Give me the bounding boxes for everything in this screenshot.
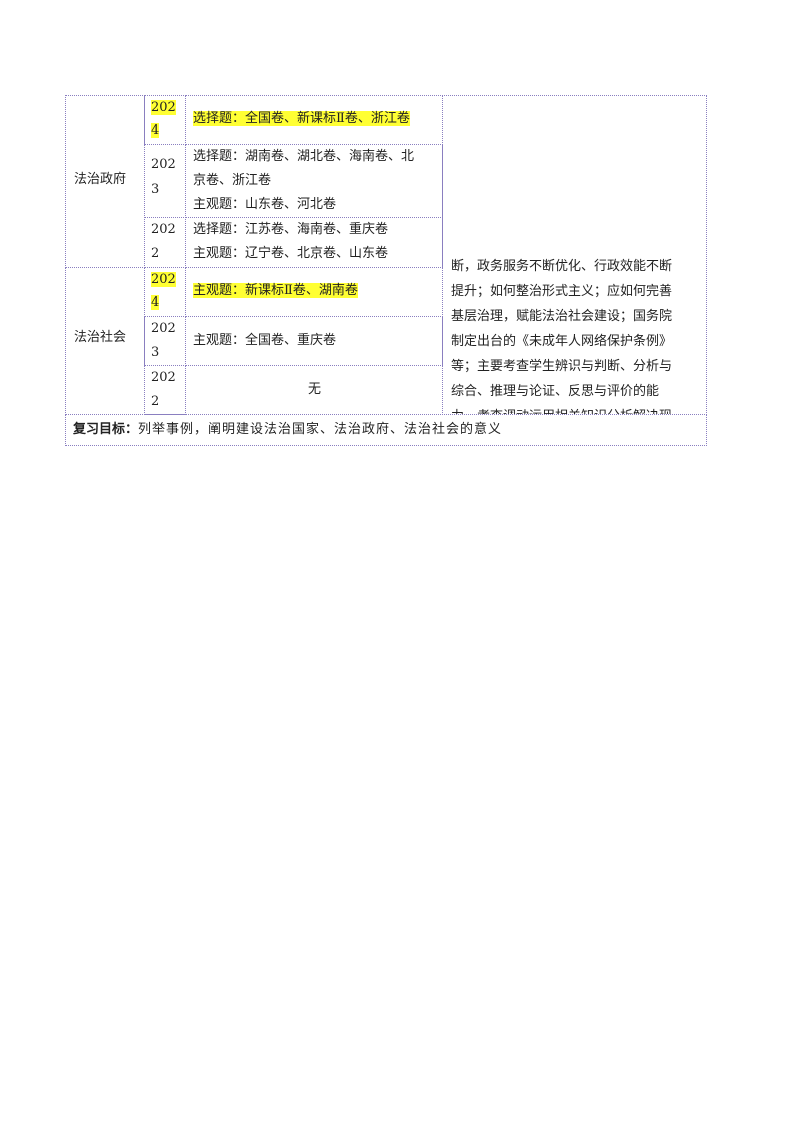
year-part-a: 202 [151,321,176,336]
year-part-b: 3 [151,182,160,197]
analysis-line: 综合、推理与论证、反思与评价的能 [451,384,660,399]
detail-cell: 无 [185,365,443,415]
detail-line: 京卷、浙江卷 [193,173,272,188]
analysis-line: 提升；如何整治形式主义；应如何完善 [451,284,673,299]
detail-cell: 主观题：新课标Ⅱ卷、湖南卷 [185,267,443,317]
year-cell: 202 3 [144,144,186,218]
exam-analysis-table: 法治政府 法治社会 202 4 202 3 202 2 202 4 202 3 … [65,95,707,446]
detail-line: 无 [308,382,322,397]
detail-line: 选择题：湖南卷、湖北卷、海南卷、北 [193,149,415,164]
year-part-b: 2 [151,246,160,261]
detail-line: 主观题：山东卷、河北卷 [193,197,337,212]
detail-line: 主观题：新课标Ⅱ卷、湖南卷 [193,283,358,298]
year-part-b: 2 [151,394,160,409]
section-cell-government: 法治政府 [65,95,145,268]
detail-line: 主观题：辽宁卷、北京卷、山东卷 [193,246,389,261]
year-part-a: 202 [151,157,176,172]
section-cell-society: 法治社会 [65,267,145,415]
year-part-a: 202 [151,370,176,385]
year-part-a: 202 [151,272,176,287]
detail-cell: 选择题：江苏卷、海南卷、重庆卷 主观题：辽宁卷、北京卷、山东卷 [185,217,443,268]
analysis-line: 等；主要考查学生辨识与判断、分析与 [451,359,673,374]
detail-line: 选择题：江苏卷、海南卷、重庆卷 [193,222,389,237]
detail-cell: 选择题：全国卷、新课标Ⅱ卷、浙江卷 [185,95,443,145]
section-label-government: 法治政府 [74,172,127,187]
analysis-cell: 断，政务服务不断优化、行政效能不断 提升；如何整治形式主义；应如何完善 基层治理… [442,95,707,415]
review-objective-text: 列举事例，阐明建设法治国家、法治政府、法治社会的意义 [138,422,503,437]
year-part-a: 202 [151,100,176,115]
analysis-line: 力，考查调动运用相关知识分析解决现 [451,404,672,414]
year-part-b: 4 [151,123,160,138]
year-cell: 202 3 [144,316,186,366]
detail-line: 选择题：全国卷、新课标Ⅱ卷、浙江卷 [193,111,410,126]
analysis-line: 制定出台的《未成年人网络保护条例》 [451,334,673,349]
year-part-b: 3 [151,345,160,360]
detail-line: 主观题：全国卷、重庆卷 [193,333,337,348]
year-cell: 202 2 [144,217,186,268]
detail-cell: 主观题：全国卷、重庆卷 [185,316,443,366]
review-objective-row: 复习目标：列举事例，阐明建设法治国家、法治政府、法治社会的意义 [65,414,707,446]
year-part-b: 4 [151,295,160,310]
analysis-line: 基层治理，赋能法治社会建设；国务院 [451,309,673,324]
analysis-line: 断，政务服务不断优化、行政效能不断 [451,259,673,274]
year-part-a: 202 [151,222,176,237]
year-cell: 202 4 [144,95,186,145]
section-label-society: 法治社会 [74,330,127,345]
review-objective-label: 复习目标： [73,422,139,437]
year-cell: 202 4 [144,267,186,317]
review-objective: 复习目标：列举事例，阐明建设法治国家、法治政府、法治社会的意义 [73,418,502,442]
detail-cell: 选择题：湖南卷、湖北卷、海南卷、北 京卷、浙江卷 主观题：山东卷、河北卷 [185,144,443,218]
year-cell: 202 2 [144,365,186,415]
